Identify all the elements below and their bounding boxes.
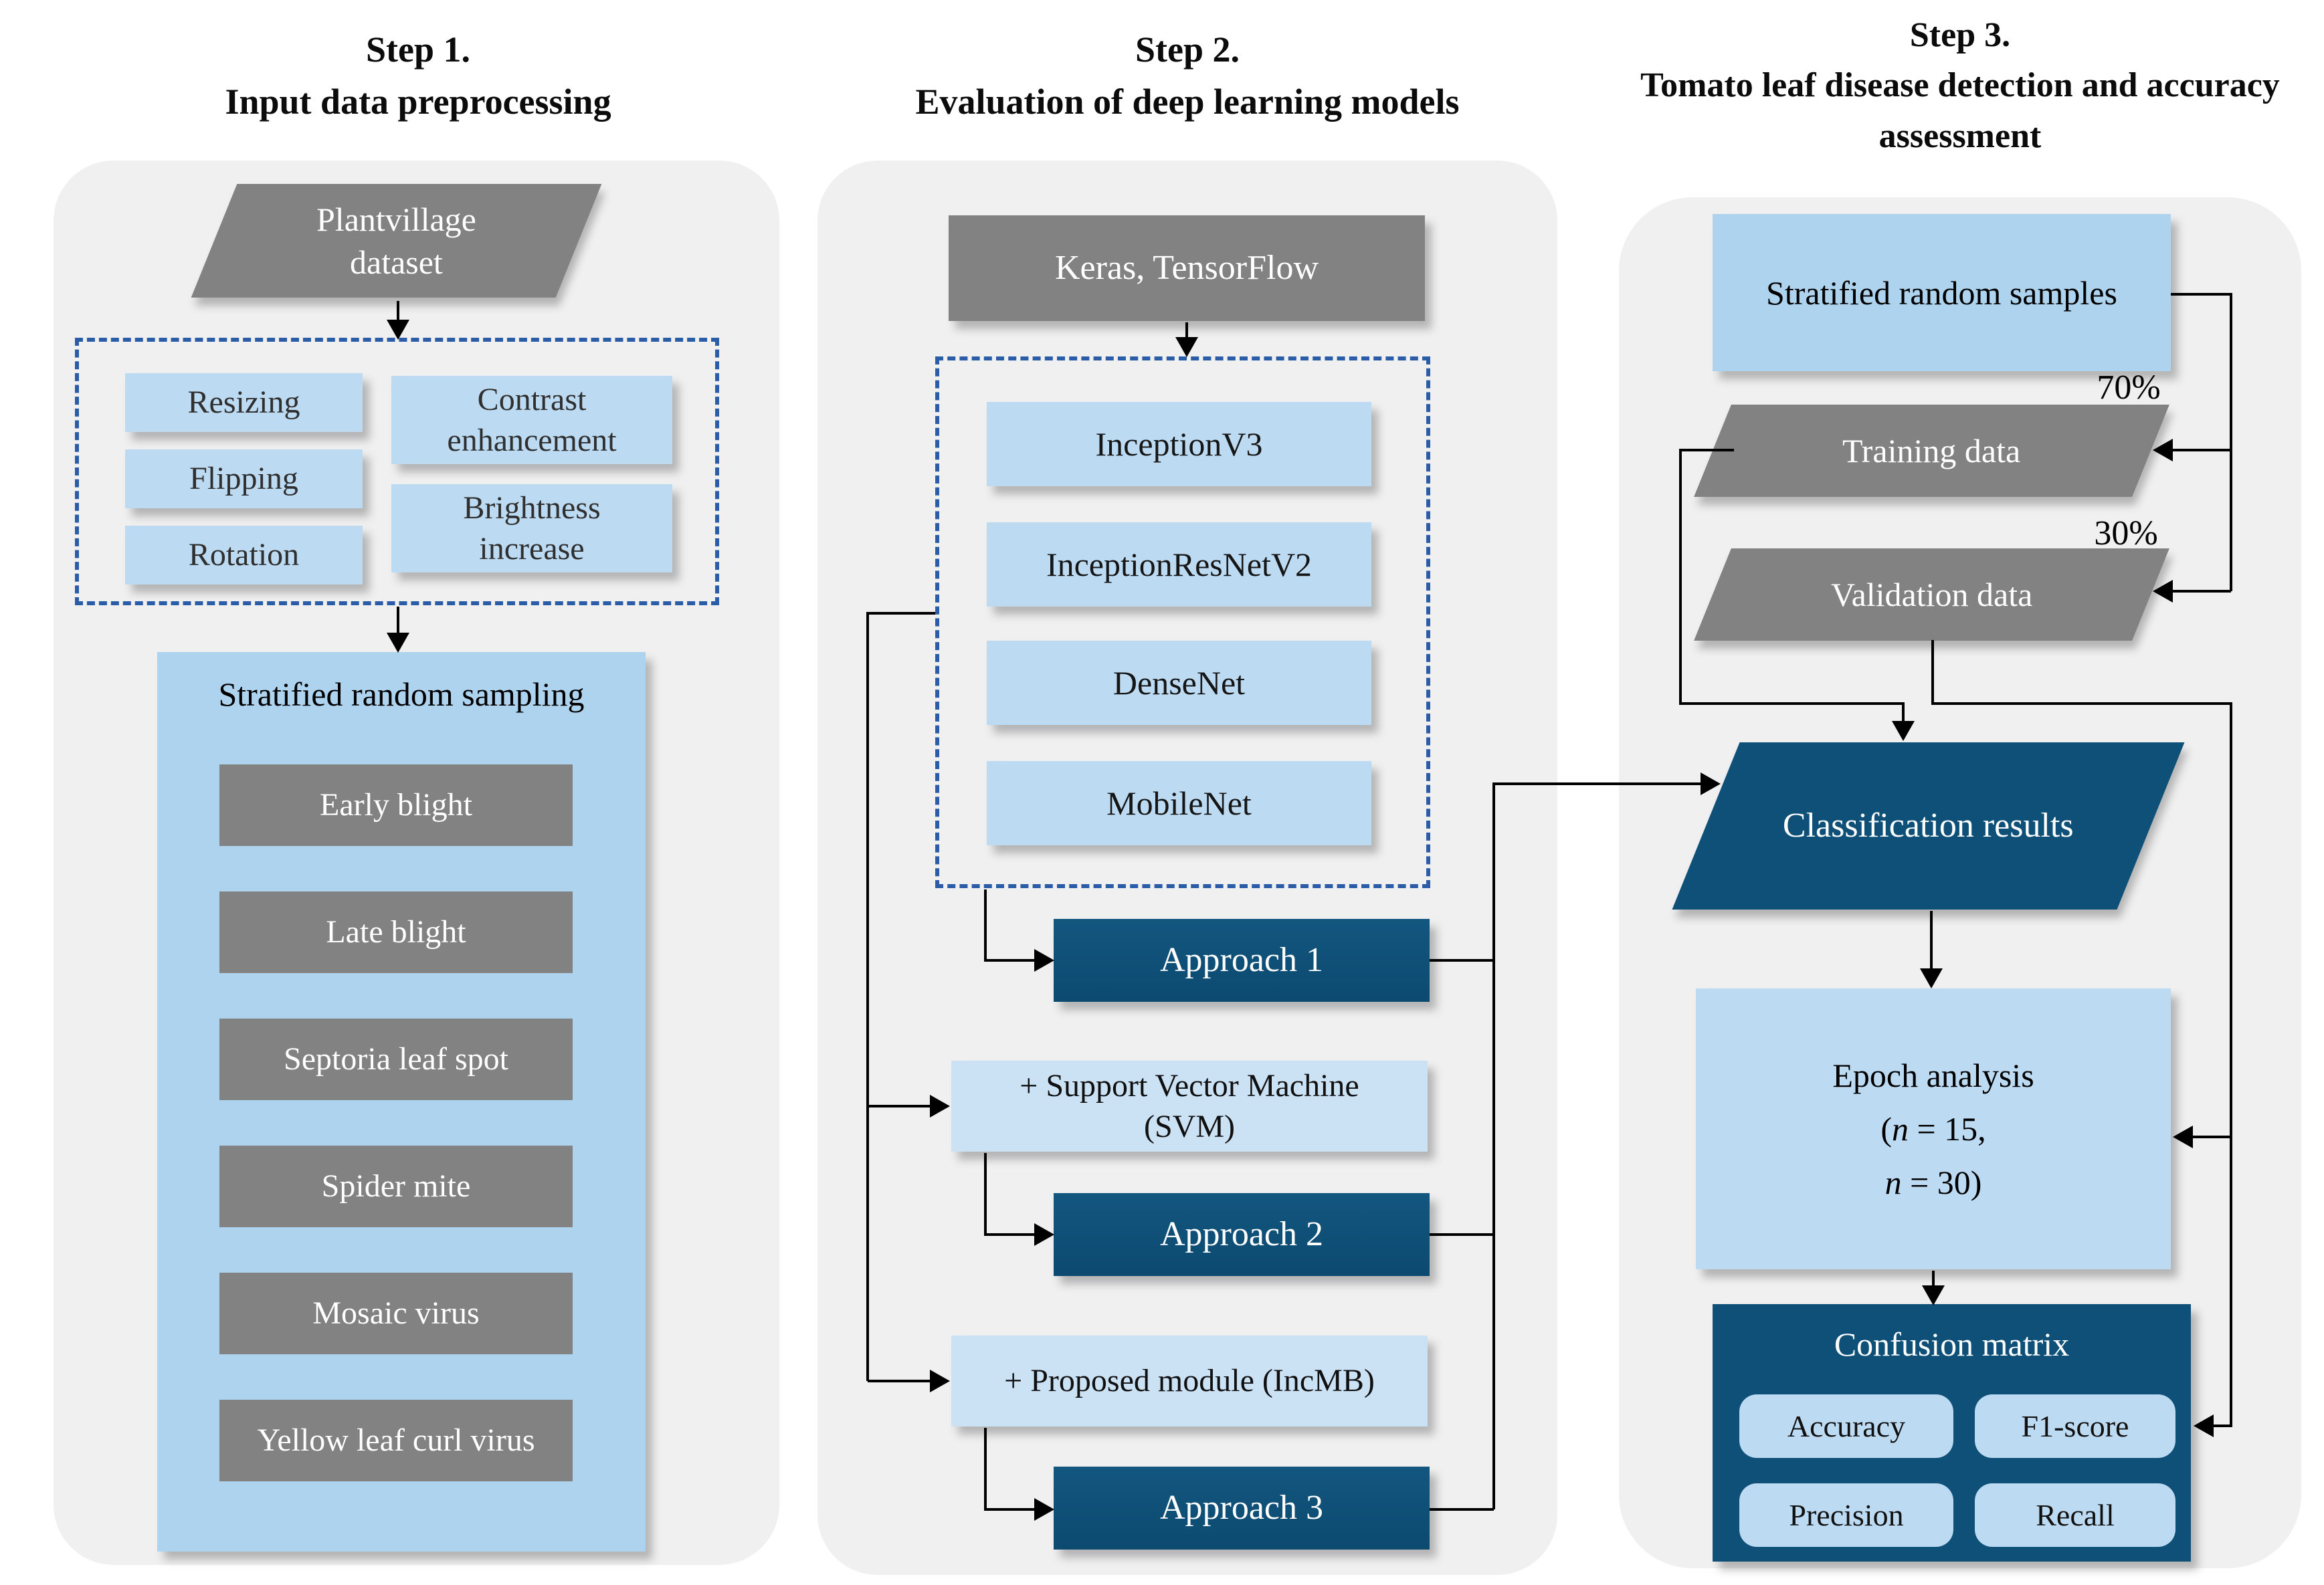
metric-precision-label: Precision <box>1789 1498 1904 1532</box>
rotation-label: Rotation <box>188 537 300 573</box>
step1-title-line2: Input data preprocessing <box>225 82 611 122</box>
epoch-l3-mid: = 30) <box>1901 1164 1982 1201</box>
metric-recall: Recall <box>1975 1483 2175 1547</box>
class-early-blight-label: Early blight <box>320 787 472 823</box>
step3-title: Step 3. Tomato leaf disease detection an… <box>1602 10 2318 161</box>
metric-accuracy-label: Accuracy <box>1787 1409 1906 1443</box>
metric-f1-score-label: F1-score <box>2021 1409 2129 1443</box>
epoch-l2-pre: ( <box>1880 1110 1892 1148</box>
approach3-label: Approach 3 <box>1159 1488 1324 1527</box>
contrast-line1: Contrast <box>477 381 587 417</box>
keras-tensorflow-node: Keras, TensorFlow <box>949 215 1425 321</box>
approach1-label: Approach 1 <box>1159 940 1324 979</box>
flipping-node: Flipping <box>125 449 363 508</box>
model-inceptionresnetv2: InceptionResNetV2 <box>987 522 1371 607</box>
class-yellow-leaf-curl-virus: Yellow leaf curl virus <box>219 1400 573 1481</box>
validation-data-node: Validation data <box>1694 548 2169 641</box>
step1-title: Step 1. Input data preprocessing <box>154 23 682 128</box>
resizing-label: Resizing <box>187 385 300 421</box>
stratified-sampling-title-label: Stratified random sampling <box>218 675 585 713</box>
plantvillage-dataset-node: Plantvillage dataset <box>191 184 602 298</box>
stratified-sampling-title: Stratified random sampling <box>157 671 646 718</box>
incmb-node: + Proposed module (IncMB) <box>951 1336 1428 1426</box>
model-densenet: DenseNet <box>987 641 1371 725</box>
model-inceptionv3: InceptionV3 <box>987 402 1371 486</box>
brightness-line1: Brightness <box>463 490 601 526</box>
validation-percent-text: 30% <box>2094 514 2158 552</box>
epoch-l2-mid: = 15, <box>1908 1110 1986 1148</box>
step2-title: Step 2. Evaluation of deep learning mode… <box>883 23 1492 128</box>
step1-title-line1: Step 1. <box>365 29 470 70</box>
training-data-label: Training data <box>1842 432 2021 469</box>
class-septoria-leaf-spot: Septoria leaf spot <box>219 1019 573 1100</box>
train-percent-text: 70% <box>2097 368 2161 407</box>
metric-precision: Precision <box>1739 1483 1953 1547</box>
train-percent-label: 70% <box>2048 366 2209 409</box>
svm-node: + Support Vector Machine (SVM) <box>951 1061 1428 1152</box>
stratified-samples-label: Stratified random samples <box>1766 274 2117 312</box>
flipping-label: Flipping <box>189 461 298 497</box>
class-septoria-leaf-spot-label: Septoria leaf spot <box>284 1041 508 1077</box>
contrast-enhancement-node: Contrast enhancement <box>391 376 672 464</box>
model-mobilenet-label: MobileNet <box>1106 784 1252 822</box>
rotation-node: Rotation <box>125 526 363 585</box>
models-group-border <box>935 356 1430 888</box>
training-data-node: Training data <box>1694 405 2169 497</box>
metric-f1-score: F1-score <box>1975 1394 2175 1458</box>
incmb-label: + Proposed module (IncMB) <box>1004 1363 1375 1399</box>
epoch-analysis-line3: n = 30) <box>1885 1156 1982 1209</box>
model-mobilenet: MobileNet <box>987 761 1371 845</box>
model-inceptionresnetv2-label: InceptionResNetV2 <box>1046 546 1313 583</box>
step2-title-line1: Step 2. <box>1135 29 1240 70</box>
step3-title-line1: Step 3. <box>1909 16 2011 54</box>
classification-results-node: Classification results <box>1672 742 2185 910</box>
model-inceptionv3-label: InceptionV3 <box>1095 425 1263 463</box>
svm-line1: + Support Vector Machine <box>1020 1067 1359 1103</box>
brightness-increase-node: Brightness increase <box>391 484 672 572</box>
class-spider-mite-label: Spider mite <box>321 1168 471 1204</box>
approach3-node: Approach 3 <box>1054 1467 1430 1550</box>
class-mosaic-virus: Mosaic virus <box>219 1273 573 1354</box>
stratified-samples-node: Stratified random samples <box>1713 214 2171 371</box>
class-late-blight-label: Late blight <box>326 914 466 950</box>
epoch-analysis-line1: Epoch analysis <box>1832 1057 2034 1094</box>
class-late-blight: Late blight <box>219 891 573 973</box>
class-mosaic-virus-label: Mosaic virus <box>312 1295 480 1332</box>
class-spider-mite: Spider mite <box>219 1146 573 1227</box>
approach2-label: Approach 2 <box>1159 1214 1324 1253</box>
classification-results-label: Classification results <box>1783 806 2074 845</box>
svm-line2: (SVM) <box>1143 1109 1235 1144</box>
model-densenet-label: DenseNet <box>1112 664 1246 702</box>
plantvillage-line1: Plantvillage <box>316 201 476 238</box>
validation-data-label: Validation data <box>1830 576 2033 613</box>
class-early-blight: Early blight <box>219 764 573 846</box>
brightness-line2: increase <box>479 531 585 566</box>
resizing-node: Resizing <box>125 373 363 432</box>
metric-accuracy: Accuracy <box>1739 1394 1953 1458</box>
approach2-node: Approach 2 <box>1054 1193 1430 1276</box>
confusion-matrix-title: Confusion matrix <box>1834 1326 2070 1363</box>
preprocessing-group-border <box>75 338 719 605</box>
step3-title-line3: assessment <box>1878 116 2042 155</box>
validation-percent-label: 30% <box>2046 512 2206 555</box>
approach1-node: Approach 1 <box>1054 919 1430 1002</box>
epoch-l3-var: n <box>1884 1164 1902 1201</box>
step3-title-line2: Tomato leaf disease detection and accura… <box>1640 66 2280 105</box>
keras-tensorflow-label: Keras, TensorFlow <box>1054 248 1319 287</box>
metric-recall-label: Recall <box>2036 1498 2115 1532</box>
plantvillage-line2: dataset <box>350 243 443 281</box>
epoch-analysis-node: Epoch analysis (n = 15, n = 30) <box>1696 988 2171 1269</box>
epoch-l2-var: n <box>1891 1110 1909 1148</box>
contrast-line2: enhancement <box>447 423 617 458</box>
class-yellow-leaf-curl-virus-label: Yellow leaf curl virus <box>257 1422 535 1459</box>
step2-title-line2: Evaluation of deep learning models <box>915 82 1460 122</box>
epoch-analysis-line2: (n = 15, <box>1880 1102 1986 1156</box>
